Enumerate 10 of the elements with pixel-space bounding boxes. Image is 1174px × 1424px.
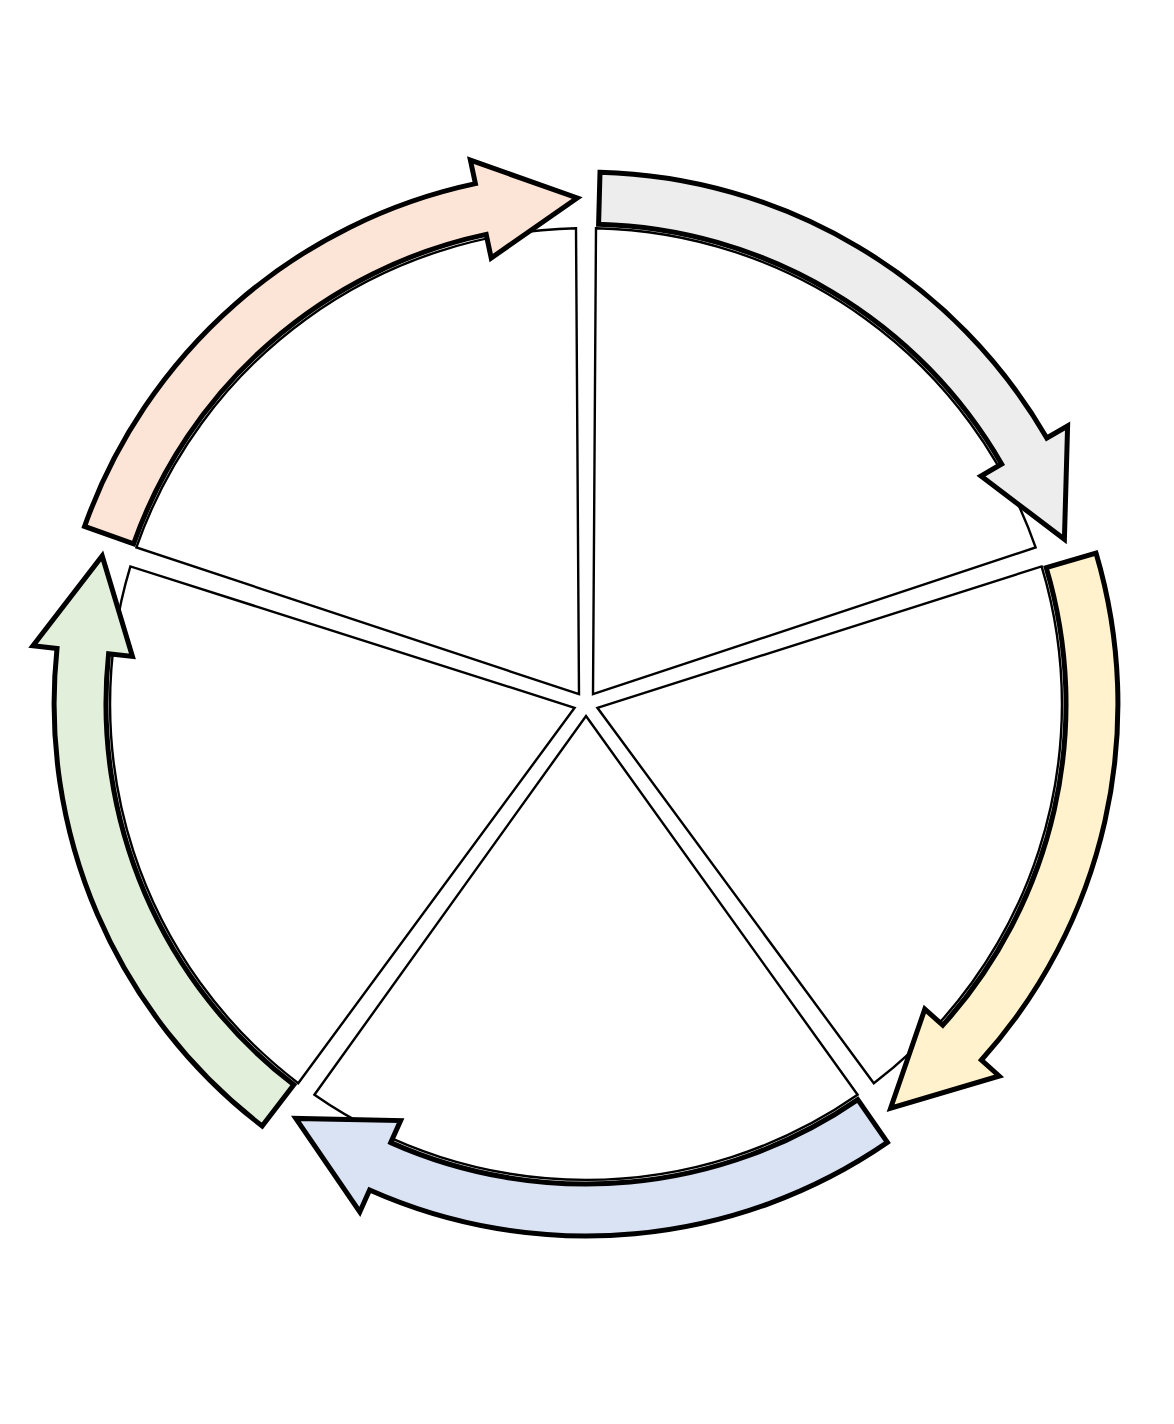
wedge-shape <box>109 565 576 1085</box>
wedge-shape <box>313 714 859 1182</box>
wedge-shape <box>596 565 1063 1085</box>
curved-arrow <box>888 550 1121 1111</box>
curved-arrow <box>82 157 580 547</box>
curved-arrow <box>30 553 297 1129</box>
wedge-shape <box>135 227 581 696</box>
wedge-shape <box>591 227 1037 696</box>
curved-arrow <box>596 169 1071 542</box>
curved-arrow <box>293 1097 890 1239</box>
